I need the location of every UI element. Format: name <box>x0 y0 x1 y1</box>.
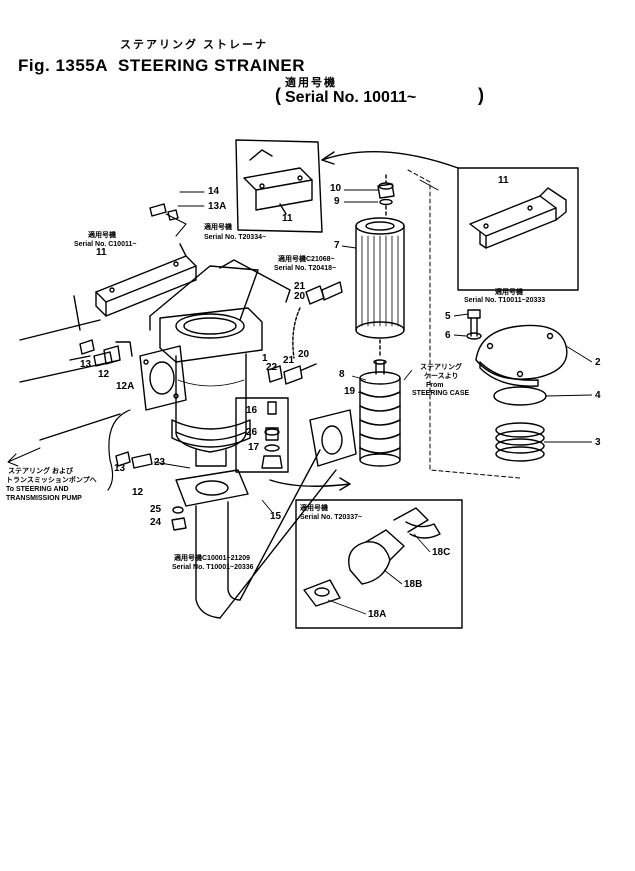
callout-8: 8 <box>339 369 345 380</box>
note-to-jp1: ステアリング および <box>8 468 73 475</box>
callout-20-upper: 20 <box>294 291 306 302</box>
washer-9 <box>380 200 392 205</box>
serial-label-japanese: 適用号機 <box>285 77 337 89</box>
cap-nut-10 <box>378 183 394 198</box>
spring-3 <box>496 423 544 461</box>
inset-pipe-18 <box>296 500 462 628</box>
bolts-12-13-left <box>80 340 152 468</box>
note-from-en1: From <box>426 382 444 389</box>
callout-22: 22 <box>266 362 278 373</box>
pipe-15 <box>196 410 356 618</box>
callout-11-left: 11 <box>96 247 107 258</box>
callout-19: 19 <box>344 386 356 397</box>
callout-20-lower: 20 <box>298 349 310 360</box>
filter-element-7 <box>356 218 404 338</box>
note-from-jp2: ケースより <box>424 373 459 380</box>
note-t10001: Serial No. T10001~20336 <box>172 564 254 571</box>
note-t20334: Serial No. T20334~ <box>204 234 267 241</box>
callout-24: 24 <box>150 517 162 528</box>
arrowhead-top <box>322 152 334 164</box>
title-japanese: ステアリング ストレーナ <box>120 39 269 51</box>
strainer-housing-1 <box>160 308 262 466</box>
callout-25: 25 <box>150 504 162 515</box>
note-t20337-jp: 適用号機 <box>300 505 328 512</box>
arrow-to-pump <box>108 410 130 490</box>
callout-11-top: 11 <box>282 213 293 224</box>
callout-18A: 18A <box>368 609 387 620</box>
note-t20334-jp: 適用号機 <box>204 224 232 231</box>
callout-7: 7 <box>334 240 340 251</box>
bottom-flange-23 <box>176 470 248 506</box>
inset-plug-parts <box>236 398 288 472</box>
callout-18B: 18B <box>404 579 423 590</box>
page-title: STEERING STRAINER <box>118 56 306 75</box>
figure-number: Fig. 1355A <box>18 56 109 75</box>
callout-14: 14 <box>208 186 220 197</box>
callout-12A: 12A <box>116 381 135 392</box>
bracket-11-left <box>96 244 196 316</box>
serial-range: Serial No. 10011~ <box>285 89 417 106</box>
callout-3: 3 <box>595 437 601 448</box>
note-c10011: Serial No. C10011~ <box>74 241 137 248</box>
callout-16: 16 <box>246 405 258 416</box>
note-t20337: Serial No. T20337~ <box>300 514 363 521</box>
callout-12-upper: 12 <box>98 369 110 380</box>
serial-bracket-open: ( <box>275 85 281 105</box>
note-c10011-jp: 適用号機 <box>88 232 116 239</box>
callout-13-upper: 13 <box>80 359 92 370</box>
callout-13A: 13A <box>208 201 227 212</box>
filter-element-8 <box>360 360 400 466</box>
serial-bracket-close: ) <box>478 85 484 105</box>
inset-bracket-right <box>458 168 578 290</box>
note-c10001: 適用号機C10001~21209 <box>174 555 251 562</box>
mounting-plate <box>150 260 290 330</box>
note-to-jp2: トランスミッションポンプへ <box>6 477 97 484</box>
note-to-en1: To STEERING AND <box>6 486 69 493</box>
inset-bracket-top <box>236 140 322 232</box>
note-c21068: 適用号機C21068~ <box>278 256 335 263</box>
callout-13-lower: 13 <box>114 463 126 474</box>
callout-21-lower: 21 <box>283 355 295 366</box>
callout-5: 5 <box>445 311 451 322</box>
callout-9: 9 <box>334 196 340 207</box>
callout-11-right: 11 <box>498 175 509 186</box>
bolts-24-25 <box>172 507 186 530</box>
note-t10011-jp: 適用号機 <box>495 289 523 296</box>
callout-2: 2 <box>595 357 601 368</box>
note-to-en2: TRANSMISSION PUMP <box>6 495 82 502</box>
note-t20418: Serial No. T20418~ <box>274 265 337 272</box>
callout-18C: 18C <box>432 547 451 558</box>
side-flange-12A <box>140 346 186 410</box>
fitting-20-21-22 <box>268 282 342 384</box>
note-from-jp1: ステアリング <box>420 364 462 371</box>
note-from-en2: STEERING CASE <box>412 390 470 397</box>
callout-12-lower: 12 <box>132 487 144 498</box>
callout-4: 4 <box>595 390 601 401</box>
callout-26: 26 <box>246 427 258 438</box>
arrow-top <box>322 152 458 168</box>
callout-17: 17 <box>248 442 260 453</box>
washer-6 <box>467 333 481 339</box>
arrow-to-inset <box>270 480 350 486</box>
callout-10: 10 <box>330 183 342 194</box>
callout-15: 15 <box>270 511 282 522</box>
callout-1: 1 <box>262 353 268 364</box>
callout-6: 6 <box>445 330 451 341</box>
note-t10011: Serial No. T10011~20333 <box>464 297 546 304</box>
bolt-14-13A <box>150 192 204 220</box>
callout-21-upper: 21 <box>294 281 306 292</box>
